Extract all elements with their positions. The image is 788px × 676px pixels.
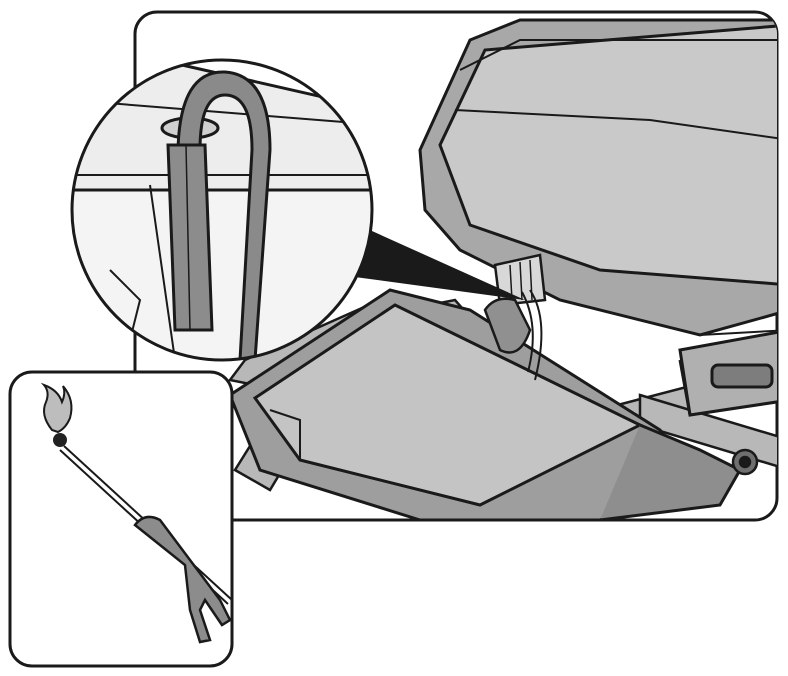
control-knob xyxy=(731,448,759,476)
main-panel xyxy=(133,10,779,522)
match-head xyxy=(53,433,67,447)
match-holder-clip xyxy=(166,70,272,360)
match-holder xyxy=(133,515,232,644)
magnifier-detail xyxy=(70,58,374,362)
magnifier-ring xyxy=(70,58,374,362)
magnifier-pointer xyxy=(340,222,525,300)
side-shelf xyxy=(228,288,743,520)
zoom-background-structure xyxy=(72,60,372,360)
side-burner-lid xyxy=(418,18,777,417)
inset-panel xyxy=(8,370,234,668)
inset-panel-frame xyxy=(8,370,234,668)
flame-icon xyxy=(40,382,73,434)
